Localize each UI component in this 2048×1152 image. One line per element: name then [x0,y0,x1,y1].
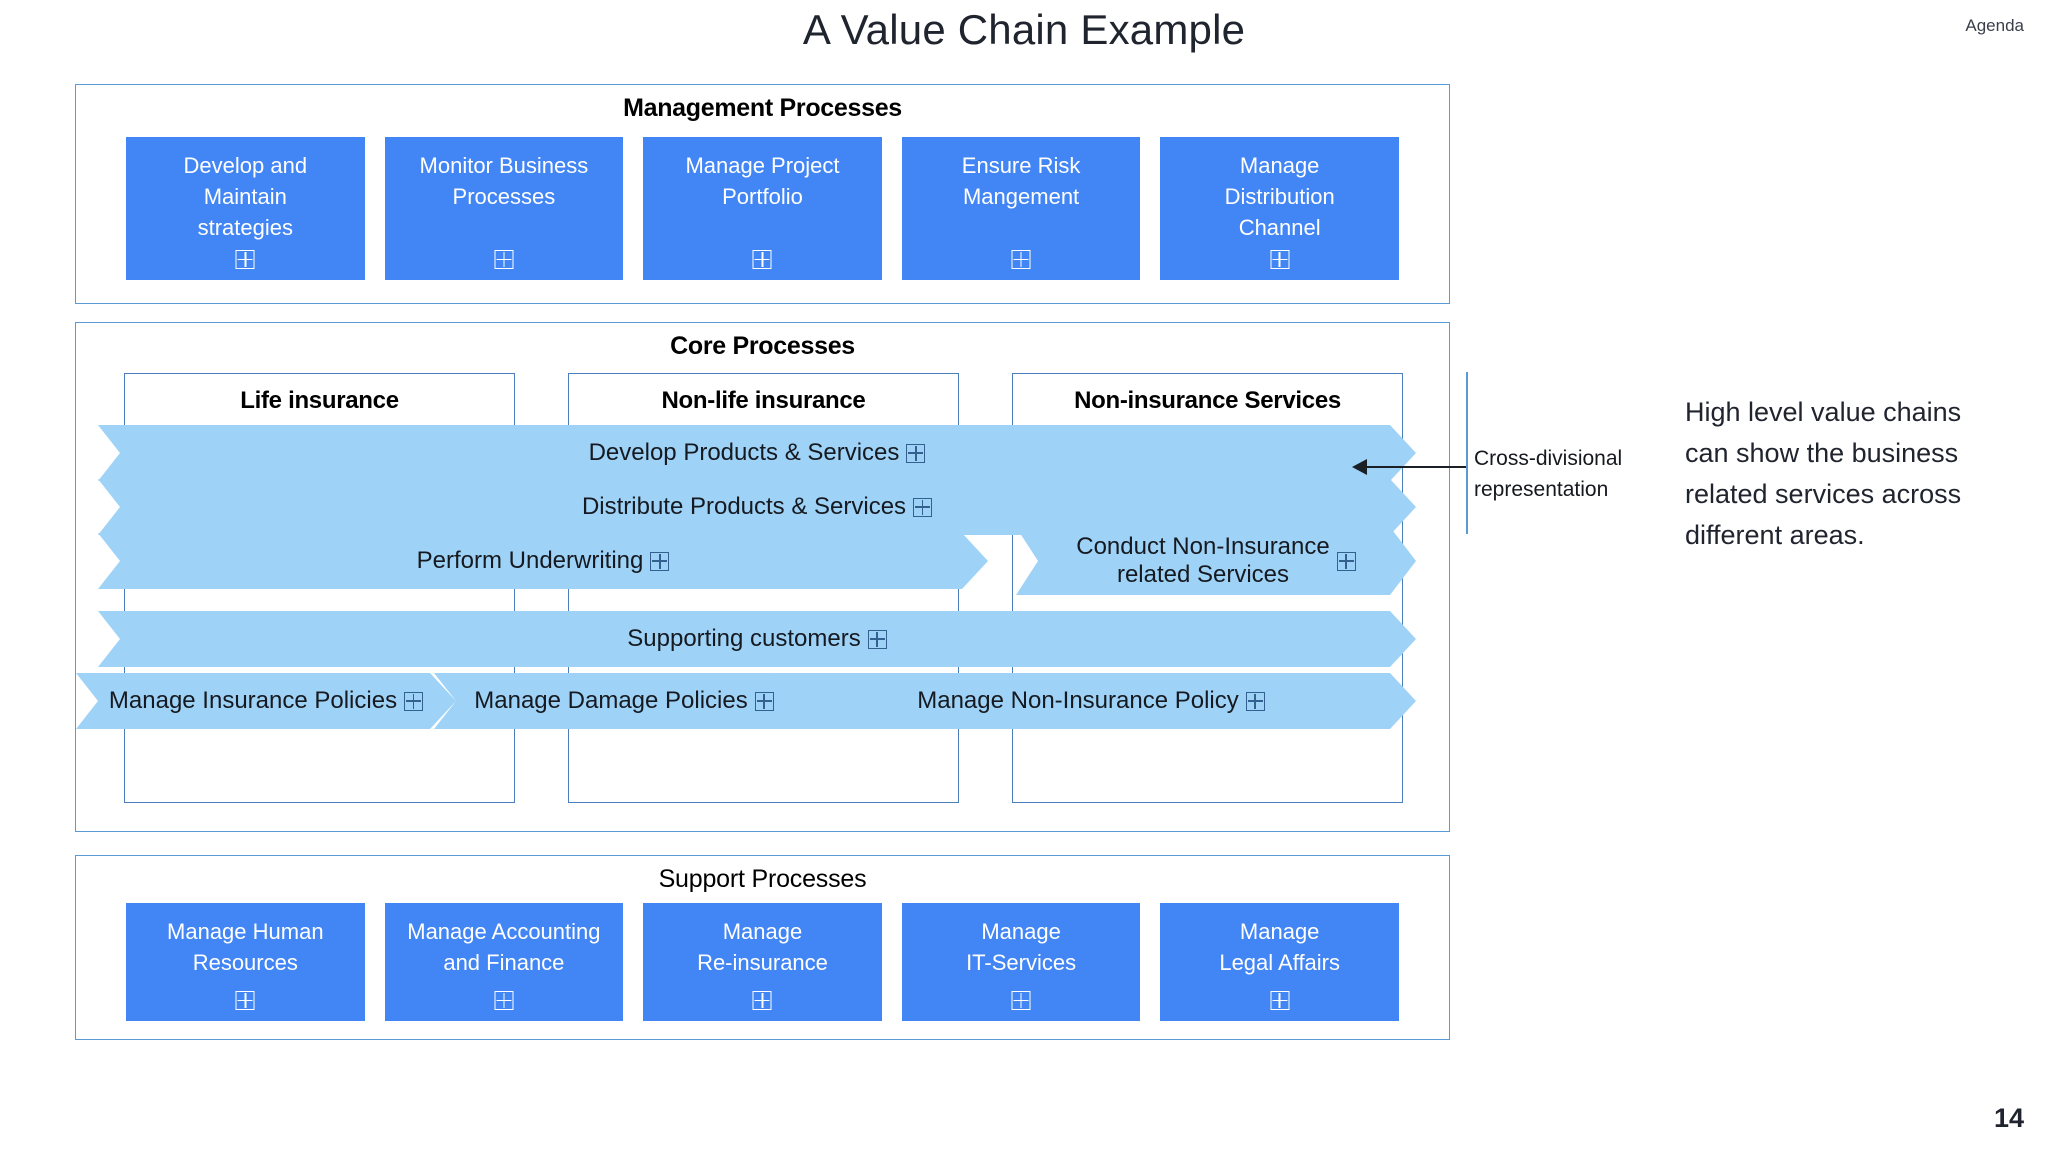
support-processes-band: Support Processes Manage Human Resources… [75,855,1450,1040]
process-box-label: Manage Accounting and Finance [407,919,601,975]
plus-box-icon[interactable] [494,991,514,1010]
page-number: 14 [1993,1103,2024,1133]
process-box-manage-human-resources[interactable]: Manage Human Resources [126,903,365,1021]
plus-box-icon[interactable] [752,250,772,269]
core-column-header: Non-insurance Services [1074,387,1341,414]
process-box-manage-accounting-and-finance[interactable]: Manage Accounting and Finance [384,903,624,1021]
process-box-label: Develop and Maintain strategies [183,153,308,240]
page-title: A Value Chain Example [802,6,1246,53]
plus-box-icon[interactable] [235,991,255,1010]
management-process-box-row: Develop and Maintain strategies Monitor … [126,137,1399,280]
core-column-life-insurance: Life insurance [124,373,515,803]
process-box-develop-maintain-strategies[interactable]: Develop and Maintain strategies [126,137,365,280]
agenda-link[interactable]: Agenda [1965,16,2024,35]
core-column-non-insurance-services: Non-insurance Services [1012,373,1403,803]
process-box-manage-distribution-channel[interactable]: Manage Distribution Channel [1160,137,1399,280]
management-processes-title: Management Processes [623,94,902,122]
process-box-label: Manage Distribution Channel [1224,153,1335,240]
callout-leader-line [1366,466,1466,468]
process-box-manage-it-services[interactable]: Manage IT-Services [901,903,1141,1021]
plus-box-icon[interactable] [752,991,772,1010]
process-box-manage-legal-affairs[interactable]: Manage Legal Affairs [1160,903,1399,1021]
process-box-manage-re-insurance[interactable]: Manage Re-insurance [643,903,882,1021]
plus-box-icon[interactable] [1011,991,1031,1010]
plus-box-icon[interactable] [1270,991,1290,1010]
plus-box-icon[interactable] [494,250,514,269]
process-box-monitor-business-processes[interactable]: Monitor Business Processes [384,137,624,280]
core-process-columns: Life insurance Non-life insurance Non-in… [124,373,1403,803]
plus-box-icon[interactable] [1270,250,1290,269]
callout-vertical-stem [1466,372,1468,534]
core-column-non-life-insurance: Non-life insurance [568,373,959,803]
plus-box-icon[interactable] [1011,250,1031,269]
side-note-text: High level value chains can show the bus… [1685,397,1962,550]
process-box-label: Manage Re-insurance [697,919,828,975]
process-box-ensure-risk-mangement[interactable]: Ensure Risk Mangement [901,137,1141,280]
support-process-box-row: Manage Human Resources Manage Accounting… [126,903,1399,1021]
plus-box-icon[interactable] [235,250,255,269]
process-box-label: Manage Legal Affairs [1219,919,1341,975]
management-processes-band: Management Processes Develop and Maintai… [75,84,1450,304]
callout-label: Cross-divisional representation [1474,447,1623,501]
process-box-label: Manage IT-Services [966,919,1077,975]
process-box-label: Monitor Business Processes [419,153,589,209]
core-column-header: Life insurance [240,387,399,414]
process-box-label: Manage Human Resources [167,919,324,975]
process-box-label: Ensure Risk Mangement [961,153,1081,209]
callout-arrowhead-icon [1352,459,1367,475]
process-box-label: Manage Project Portfolio [685,153,840,209]
core-processes-title: Core Processes [670,332,855,360]
core-column-header: Non-life insurance [661,387,866,414]
process-box-manage-project-portfolio[interactable]: Manage Project Portfolio [643,137,882,280]
support-processes-title: Support Processes [658,865,867,893]
core-processes-band: Core Processes Life insurance Non-life i… [75,322,1450,832]
